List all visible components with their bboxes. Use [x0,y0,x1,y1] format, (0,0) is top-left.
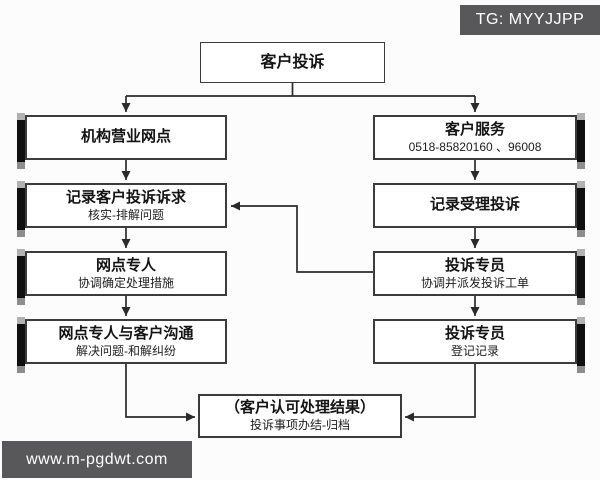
node-subtitle: 登记记录 [450,343,499,358]
node-subtitle: 解决问题-和解纠纷 [76,343,176,358]
node-title: 记录客户投诉诉求 [65,188,186,206]
node-customer-complaint: 客户投诉 [200,42,385,83]
node-result-archive: （客户认可处理结果） 投诉事项办结-归档 [198,394,402,438]
node-complaint-officer-dispatch: 投诉专员 协调并派发投诉工单 [373,249,585,305]
node-title: 客户投诉 [260,53,325,71]
node-network-outlet: 机构营业网点 [17,113,227,169]
edge-bar-decoration [17,113,25,169]
node-complaint-officer-register: 投诉专员 登记记录 [373,317,585,373]
edge-bar-decoration [577,249,585,305]
edge-bar-decoration [577,317,585,373]
node-outlet-specialist: 网点专人 协调确定处理措施 [17,249,227,305]
edge-bar-decoration [17,317,25,373]
node-record-accept-complaint: 记录受理投诉 [373,181,585,237]
node-record-complaint-demand: 记录客户投诉诉求 核实-排解问题 [17,181,227,237]
edge-bar-decoration [577,181,585,237]
node-title: 投诉专员 [444,324,505,342]
node-title: 投诉专员 [444,256,505,274]
node-title: 网点专人 [95,256,156,274]
node-subtitle: 核实-排解问题 [88,207,164,222]
edge-bar-decoration [577,113,585,169]
edge-bar-decoration [17,249,25,305]
node-subtitle: 0518-85820160 、96008 [408,139,542,154]
watermark-top-right: TG: MYYJJPP [460,5,600,35]
node-subtitle: 协调确定处理措施 [77,275,174,290]
edge-bar-decoration [17,181,25,237]
node-title: 机构营业网点 [80,128,171,146]
node-title: 网点专人与客户沟通 [58,324,194,342]
node-subtitle: 协调并派发投诉工单 [420,275,529,290]
node-title: 记录受理投诉 [429,196,520,214]
watermark-bottom-left: www.m-pgdwt.com [2,441,192,478]
node-title: 客户服务 [444,120,505,138]
node-customer-service: 客户服务 0518-85820160 、96008 [373,113,585,169]
node-subtitle: 投诉事项办结-归档 [250,418,350,433]
node-outlet-specialist-communicate: 网点专人与客户沟通 解决问题-和解纠纷 [17,317,227,373]
node-title: （客户认可处理结果） [224,399,375,417]
